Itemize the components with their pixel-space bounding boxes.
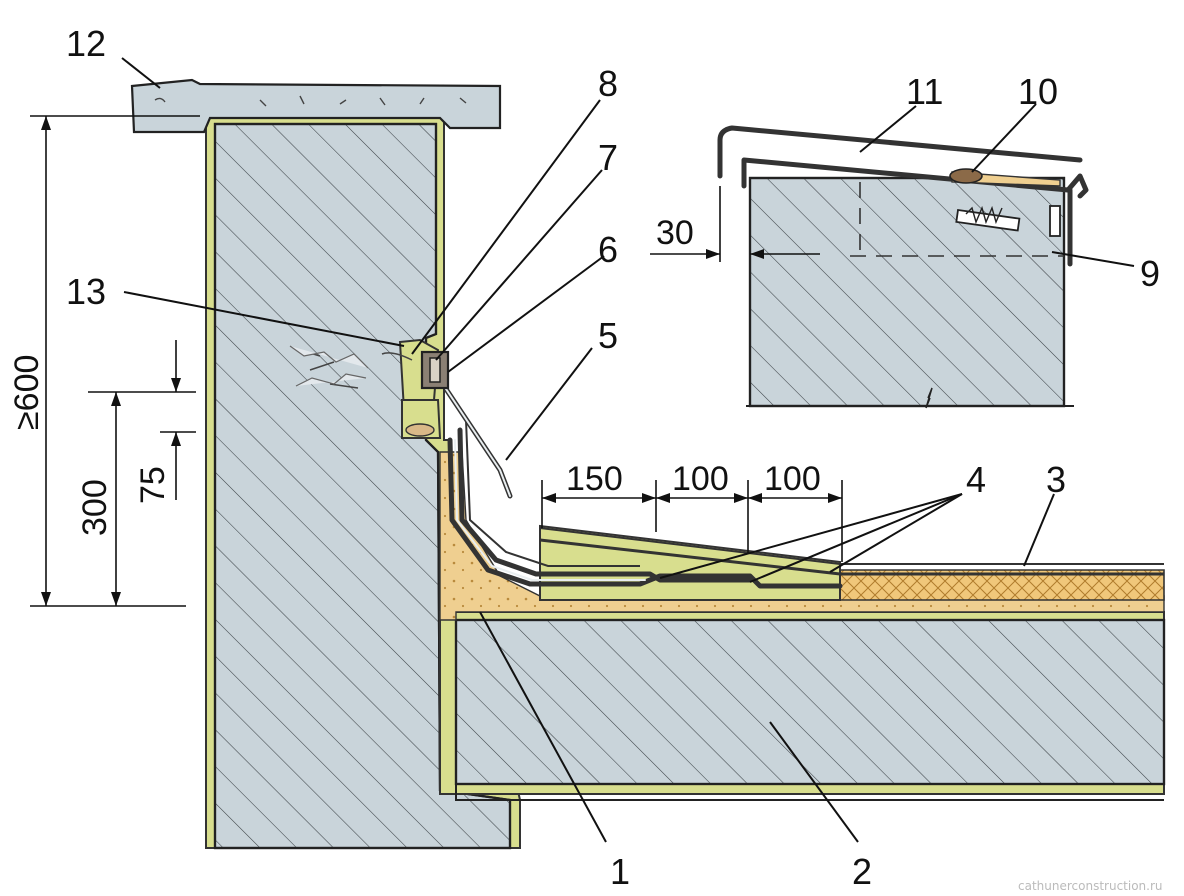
callout-2: 2 xyxy=(852,851,872,892)
callout-6: 6 xyxy=(598,229,618,270)
termination-bar-assembly xyxy=(289,338,450,439)
callout-13: 13 xyxy=(66,271,106,312)
dim-height-300: 300 xyxy=(76,479,114,536)
callout-10: 10 xyxy=(1018,71,1058,112)
callout-5: 5 xyxy=(598,315,618,356)
callout-12: 12 xyxy=(66,23,106,64)
dimension-lines xyxy=(30,115,843,607)
inset-detail xyxy=(717,125,1089,409)
waterproofing-membrane-layers xyxy=(447,419,843,589)
callout-4: 4 xyxy=(966,459,986,500)
roof-slab xyxy=(439,611,1166,801)
dim-height-75: 75 xyxy=(134,466,172,504)
dim-height-min: ≥600 xyxy=(8,355,46,430)
coping-stone xyxy=(130,78,502,134)
dim-width-100a: 100 xyxy=(672,460,729,498)
callout-1: 1 xyxy=(610,851,630,892)
callout-11: 11 xyxy=(906,71,943,112)
dim-width-150: 150 xyxy=(566,460,623,498)
callout-labels: 12 13 8 7 6 5 4 3 1 2 11 10 9 xyxy=(66,23,1160,892)
dim-offset-30: 30 xyxy=(656,214,694,252)
callout-8: 8 xyxy=(598,63,618,104)
dim-width-100b: 100 xyxy=(764,460,821,498)
callout-3: 3 xyxy=(1046,459,1066,500)
dimension-labels: ≥600 300 75 150 100 100 30 xyxy=(8,214,821,536)
parapet-wall xyxy=(205,113,521,850)
leader-lines xyxy=(121,57,1135,843)
metal-flashing xyxy=(437,377,513,499)
insulation-layer xyxy=(539,524,1165,601)
callout-7: 7 xyxy=(598,137,618,178)
callout-9: 9 xyxy=(1140,253,1160,294)
watermark: cathunerconstruction.ru xyxy=(1018,879,1163,893)
